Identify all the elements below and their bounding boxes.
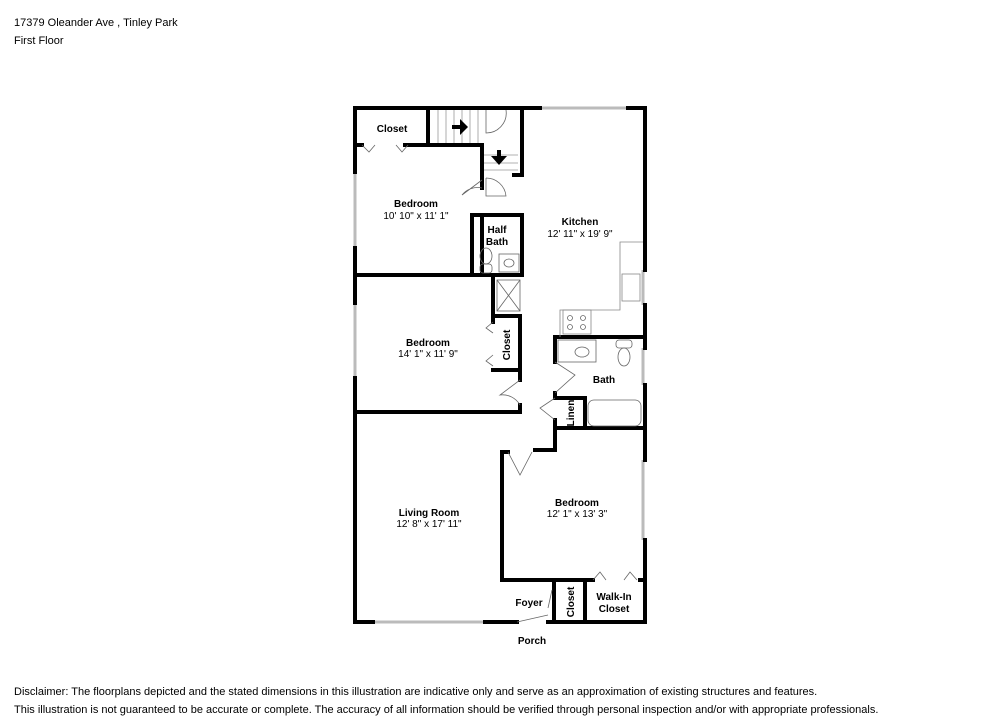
stairs-arrow-down-icon — [491, 150, 507, 165]
kitchen-counter — [559, 241, 643, 337]
doors — [361, 109, 638, 623]
disclaimer-line-1: Disclaimer: The floorplans depicted and … — [14, 686, 818, 698]
bedroom2-label: Bedroom — [406, 338, 450, 349]
room-labels: Closet Bedroom 10' 10" x 11' 1" Half Bat… — [377, 124, 632, 647]
stairs-arrow-right-icon — [452, 119, 468, 135]
shower-icon — [496, 279, 521, 312]
walk-in-closet-label-2: Closet — [599, 604, 630, 615]
linen-label: Linen — [566, 400, 577, 427]
half-bath-label-2: Bath — [486, 237, 508, 248]
bedroom2-dims: 14' 1" x 11' 9" — [398, 349, 458, 360]
half-bath-toilet-icon — [479, 247, 493, 274]
floor-label: First Floor — [14, 35, 64, 47]
porch-label: Porch — [518, 636, 546, 647]
bathtub-icon — [587, 399, 642, 427]
bedroom3-label: Bedroom — [555, 498, 599, 509]
closet-mid-label: Closet — [502, 329, 513, 360]
stove-icon — [567, 315, 586, 330]
disclaimer: Disclaimer: The floorplans depicted and … — [14, 683, 878, 719]
header: 17379 Oleander Ave , Tinley Park First F… — [14, 14, 178, 50]
foyer-label: Foyer — [515, 598, 542, 609]
stairs — [437, 110, 518, 171]
bedroom1-label: Bedroom — [394, 199, 438, 210]
bath-label: Bath — [593, 375, 615, 386]
bath-toilet-icon — [615, 339, 633, 367]
disclaimer-line-2: This illustration is not guaranteed to b… — [14, 704, 879, 716]
windows — [353, 106, 645, 624]
kitchen-dims: 12' 11" x 19' 9" — [547, 229, 613, 240]
living-room-label: Living Room — [399, 508, 460, 519]
half-bath-sink-icon — [498, 253, 520, 273]
kitchen-label: Kitchen — [562, 217, 599, 228]
walls — [353, 106, 647, 624]
living-room-dims: 12' 8" x 17' 11" — [396, 519, 462, 530]
closet-top-label: Closet — [377, 124, 408, 135]
bedroom3-dims: 12' 1" x 13' 3" — [547, 509, 608, 520]
bedroom1-dims: 10' 10" x 11' 1" — [383, 211, 449, 222]
closet-bottom-label: Closet — [566, 586, 577, 617]
address: 17379 Oleander Ave , Tinley Park — [14, 17, 178, 29]
half-bath-label-1: Half — [488, 225, 508, 236]
walk-in-closet-label-1: Walk-In — [596, 592, 631, 603]
bath-sink-icon — [557, 339, 597, 363]
